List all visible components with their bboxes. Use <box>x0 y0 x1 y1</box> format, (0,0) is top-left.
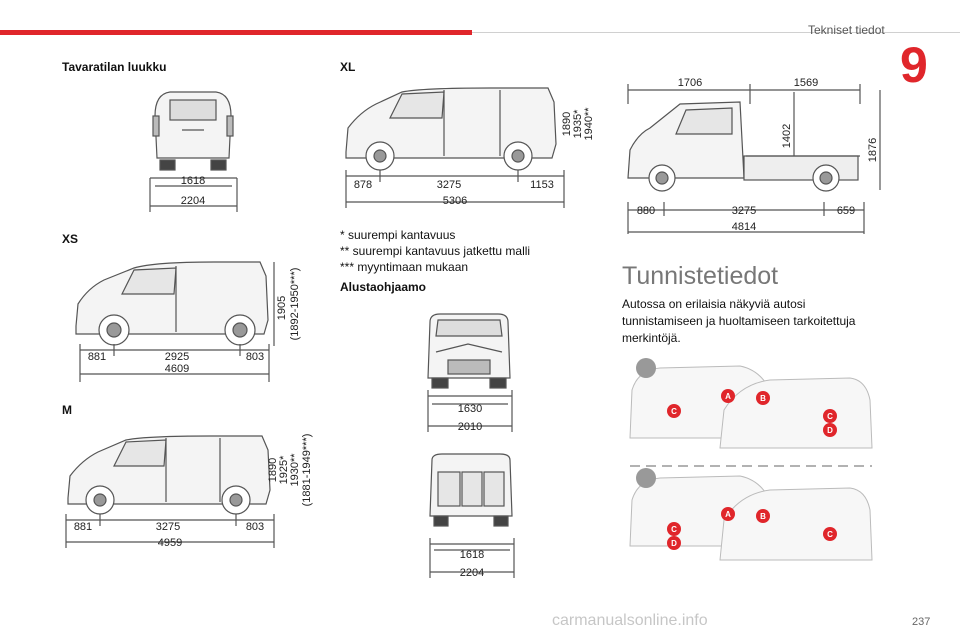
header-accent-bar <box>0 30 472 35</box>
chapter-number: 9 <box>900 37 928 93</box>
chassis-rear-inner: 1618 <box>460 549 484 561</box>
xs-height-main: 1905 <box>276 296 288 320</box>
tailgate-heading: Tavaratilan luukku <box>62 60 167 74</box>
m-height-1: 1890 <box>267 458 279 482</box>
tailgate-inner-width: 1618 <box>181 175 205 187</box>
identification-figure: A B C C D A B C D C <box>629 358 873 561</box>
chassis-side-cab-length: 1706 <box>678 77 702 89</box>
m-height-3: 1930** <box>289 453 301 487</box>
chassis-side-length: 4814 <box>732 221 756 233</box>
xs-wheelbase: 2925 <box>165 351 189 363</box>
m-height-4: (1881-1949***) <box>301 434 313 507</box>
chassis-rear-outer: 2204 <box>460 567 484 579</box>
header-rule <box>472 32 960 33</box>
xl-height-3: 1940** <box>583 107 595 141</box>
chassis-front-figure: 1630 2010 <box>427 313 513 433</box>
chassis-rear-figure: 1618 2204 <box>429 453 515 579</box>
marker-b-bottom: B <box>760 512 766 521</box>
identification-text: Autossa on erilaisia näkyviä autosi tunn… <box>622 297 856 345</box>
marker-c-top-left: C <box>671 407 677 416</box>
xl-height-1: 1890 <box>561 112 573 136</box>
page-number: 237 <box>912 616 931 628</box>
tailgate-figure: 1618 2204 <box>149 91 238 212</box>
marker-b-top: B <box>760 394 766 403</box>
marker-d-top: D <box>827 426 833 435</box>
watermark: carmanualsonline.info <box>552 612 708 629</box>
m-wheelbase: 3275 <box>156 521 180 533</box>
chassis-side-total-height: 1876 <box>867 138 879 162</box>
m-length: 4959 <box>158 537 182 549</box>
xl-rear: 1153 <box>530 179 554 191</box>
m-front: 881 <box>74 521 92 533</box>
m-heading: M <box>62 403 72 417</box>
chassis-front-outer: 2010 <box>458 421 482 433</box>
chassis-side-figure: 1706 1569 1402 1876 880 3275 659 4814 <box>627 77 881 234</box>
m-rear: 803 <box>246 521 264 533</box>
chassis-side-rear: 659 <box>837 205 855 217</box>
marker-c-bottom-left: C <box>671 525 677 534</box>
xl-height-2: 1935* <box>572 109 584 138</box>
chassis-heading: Alustaohjaamo <box>340 280 427 294</box>
xs-heading: XS <box>62 232 79 246</box>
chassis-side-bed-length: 1569 <box>794 77 818 89</box>
chassis-side-wheelbase: 3275 <box>732 205 756 217</box>
m-figure: 881 3275 803 4959 1890 1925* 1930** (188… <box>65 434 313 549</box>
note-1: * suurempi kantavuus <box>340 228 456 242</box>
xs-rear: 803 <box>246 351 264 363</box>
chassis-side-front: 880 <box>637 205 655 217</box>
section-title: Tekniset tiedot <box>808 23 885 37</box>
marker-a-bottom: A <box>725 510 731 519</box>
xs-length: 4609 <box>165 363 189 375</box>
tailgate-outer-width: 2204 <box>181 195 205 207</box>
xl-length: 5306 <box>443 195 467 207</box>
note-3: *** myyntimaan mukaan <box>340 260 469 274</box>
xl-figure: 878 3275 1153 5306 1890 1935* 1940** <box>345 87 595 208</box>
xs-front: 881 <box>88 351 106 363</box>
marker-d-bottom: D <box>671 539 677 548</box>
xl-wheelbase: 3275 <box>437 179 461 191</box>
marker-c-top-right: C <box>827 412 833 421</box>
xl-front: 878 <box>354 179 372 191</box>
xs-figure: 881 2925 803 4609 1905 (1892-1950***) <box>75 261 301 382</box>
identification-title: Tunnistetiedot <box>622 262 779 290</box>
xl-heading: XL <box>340 60 356 74</box>
marker-c-bottom-right: C <box>827 530 833 539</box>
note-2: ** suurempi kantavuus jatkettu malli <box>340 244 531 258</box>
chassis-side-bed-height: 1402 <box>781 124 793 148</box>
marker-a-top: A <box>725 392 731 401</box>
m-height-2: 1925* <box>278 455 290 484</box>
xs-height-alt: (1892-1950***) <box>289 268 301 341</box>
chassis-front-inner: 1630 <box>458 403 482 415</box>
